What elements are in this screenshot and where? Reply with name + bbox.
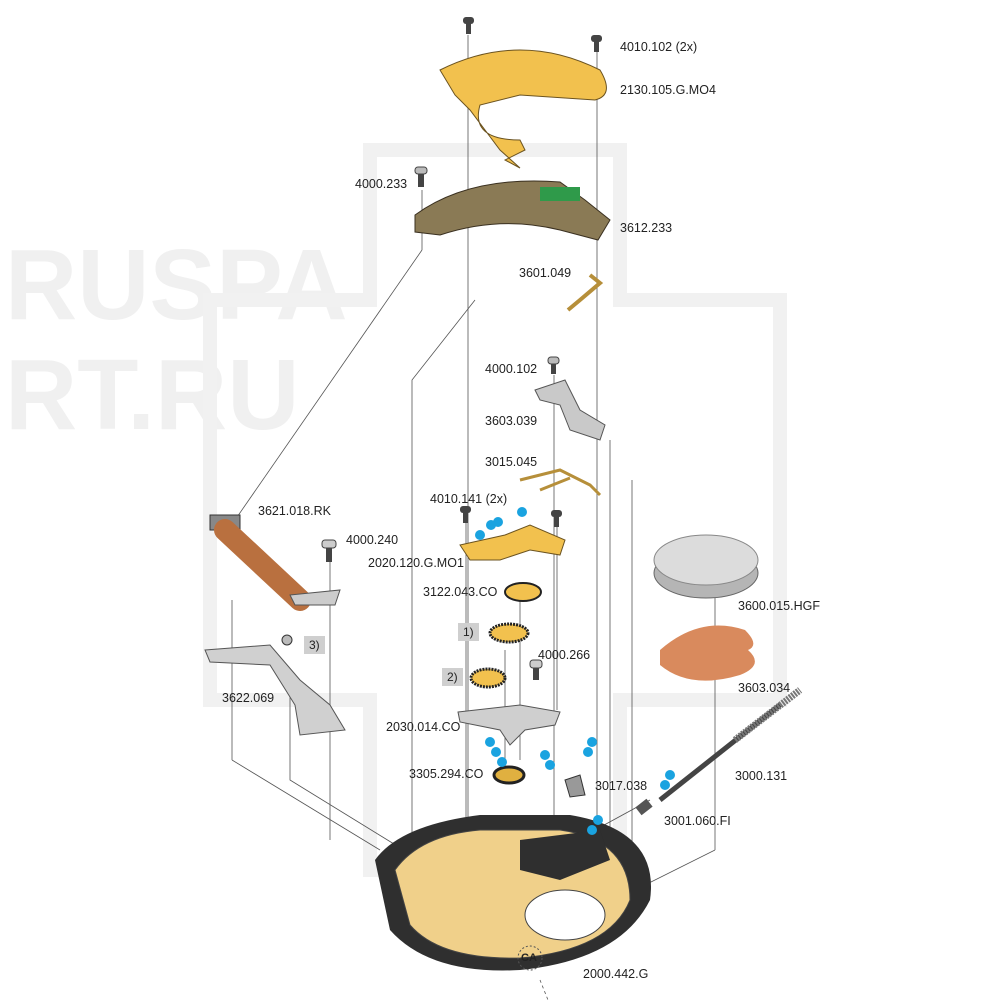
label-3622-069: 3622.069 bbox=[222, 691, 275, 705]
label-2020-120: 2020.120.G.MO1 bbox=[368, 556, 464, 570]
label-3017-038: 3017.038 bbox=[595, 779, 648, 793]
circuit-board bbox=[540, 187, 580, 201]
insulator-3603-034 bbox=[660, 625, 755, 681]
label-4010-102: 4010.102 (2x) bbox=[620, 40, 698, 54]
label-2000-442: 2000.442.G bbox=[583, 967, 649, 981]
bridge-2020 bbox=[459, 524, 566, 561]
label-3001-060: 3001.060.FI bbox=[664, 814, 731, 828]
screw-icons bbox=[321, 17, 602, 680]
label-3015-045: 3015.045 bbox=[485, 455, 538, 469]
label-2030-014: 2030.014.CO bbox=[386, 720, 461, 734]
coil-3621 bbox=[209, 514, 341, 611]
label-3122-043: 3122.043.CO bbox=[423, 585, 498, 599]
wheel-3305 bbox=[492, 765, 526, 785]
module-3612 bbox=[414, 180, 611, 241]
jewel-3 bbox=[281, 634, 293, 646]
label-3603-039: 3603.039 bbox=[485, 414, 538, 428]
label-4000-233: 4000.233 bbox=[355, 177, 408, 191]
label-4000-266: 4000.266 bbox=[538, 648, 591, 662]
label-3603-034: 3603.034 bbox=[738, 681, 791, 695]
label-ca: CA bbox=[521, 952, 537, 964]
part-3017 bbox=[564, 774, 586, 798]
wheel-3122 bbox=[504, 582, 542, 602]
spring-3015 bbox=[519, 468, 602, 497]
wheel-2 bbox=[469, 667, 507, 689]
bridge-2130 bbox=[439, 49, 607, 169]
label-4000-240: 4000.240 bbox=[346, 533, 399, 547]
badge-2: 2) bbox=[442, 668, 463, 686]
label-4010-141: 4010.141 (2x) bbox=[430, 492, 508, 506]
label-3601-049: 3601.049 bbox=[519, 266, 572, 280]
bridge-2030 bbox=[457, 704, 561, 746]
badge-1: 1) bbox=[458, 623, 479, 641]
label-3612-233: 3612.233 bbox=[620, 221, 673, 235]
lever-3603-039 bbox=[534, 379, 606, 441]
plate-3622 bbox=[204, 644, 346, 736]
watermark: RUSPART.RU bbox=[5, 229, 348, 451]
stem-3000 bbox=[658, 687, 803, 802]
spring-3601 bbox=[566, 273, 604, 312]
label-3621-018: 3621.018.RK bbox=[258, 504, 331, 518]
label-4000-102: 4000.102 bbox=[485, 362, 538, 376]
label-3305-294: 3305.294.CO bbox=[409, 767, 484, 781]
oil-drop-icons bbox=[475, 507, 675, 835]
label-3600-015: 3600.015.HGF bbox=[738, 599, 820, 613]
battery-3600 bbox=[653, 534, 759, 599]
ca-marker bbox=[517, 945, 543, 971]
wheel-1 bbox=[488, 622, 530, 644]
label-3000-131: 3000.131 bbox=[735, 769, 788, 783]
label-2130-105: 2130.105.G.MO4 bbox=[620, 83, 716, 97]
badge-3: 3) bbox=[304, 636, 325, 654]
part-3001 bbox=[635, 798, 653, 816]
mainplate-2000 bbox=[375, 815, 651, 971]
